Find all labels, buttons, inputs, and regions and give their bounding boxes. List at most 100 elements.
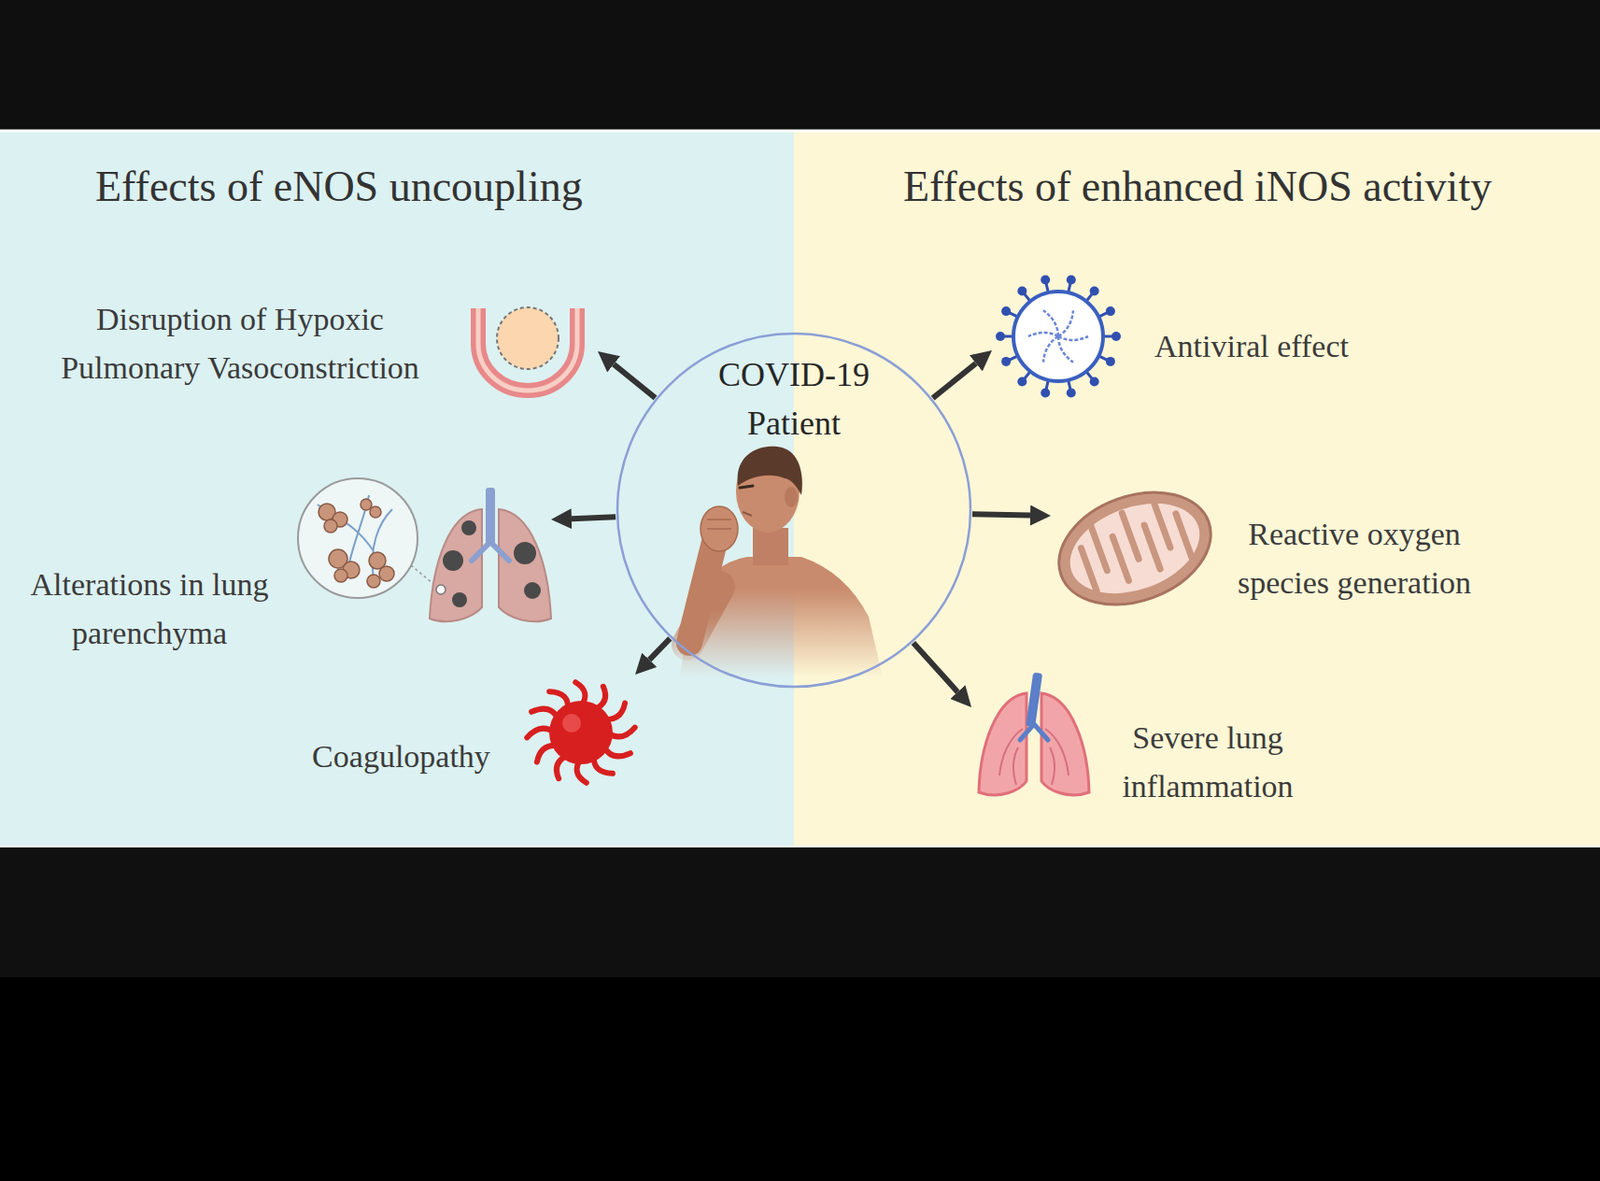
effect-label: Alterations in lung parenchyma [7, 560, 292, 658]
mitochondrion-icon [1144, 524, 1161, 569]
virus-icon [1105, 356, 1116, 367]
virus-icon [1013, 291, 1104, 382]
effect-item: Reactive oxygen species generation [1050, 483, 1500, 615]
virus-icon [1001, 356, 1011, 367]
platelet-icon [549, 700, 613, 765]
lung-parenchyma-icon [442, 550, 464, 571]
effect-label: Antiviral effect [1134, 322, 1369, 371]
effect-label: Reactive oxygen species generation [1214, 509, 1495, 608]
background-bands [0, 129, 1600, 133]
mitochondrion-icon [1121, 512, 1139, 559]
lung-parenchyma-icon [318, 498, 395, 588]
virus-icon [1017, 376, 1027, 386]
virus-icon [995, 275, 1121, 398]
virus-icon [1001, 306, 1011, 316]
virus-icon [1040, 387, 1050, 397]
inflamed-lung-icon [1041, 693, 1090, 795]
patient-figure [707, 519, 732, 529]
arrow-connector [913, 642, 958, 693]
lung-parenchyma-icon [367, 574, 381, 588]
mitochondrion-icon [1153, 501, 1171, 548]
lung-parenchyma-icon [369, 506, 382, 518]
lung-parenchyma-icon [334, 568, 348, 582]
patient-figure [739, 485, 753, 488]
inflamed-lung-icon [978, 693, 1027, 795]
panel-heading: Effects of enhanced iNOS activity [903, 160, 1492, 213]
effect-item: Antiviral effect [991, 270, 1374, 404]
virus-icon [1040, 275, 1050, 285]
lung-parenchyma-icon [360, 498, 372, 510]
mitochondrion-icon [1175, 513, 1192, 558]
virus-icon [1028, 332, 1059, 337]
virus-icon [1105, 306, 1116, 316]
platelet-icon [562, 713, 581, 733]
inflamed-lung-icon [1025, 672, 1043, 728]
mitochondrion-icon [1057, 486, 1212, 610]
effect-label: Coagulopathy [291, 732, 511, 781]
lung-parenchyma-icon [429, 509, 482, 622]
lung-parenchyma-icon [317, 495, 393, 580]
arrow-connector [571, 516, 616, 519]
virus-icon [995, 331, 1006, 341]
background-bands [0, 0, 1600, 130]
lung-parenchyma-icon [297, 478, 418, 598]
vessel-icon [478, 308, 578, 391]
mitochondrion-icon [1112, 536, 1129, 581]
vessel-icon [478, 307, 578, 391]
effect-label: Disruption of Hypoxic Pulmonary Vasocons… [29, 295, 451, 393]
virus-icon [1090, 376, 1100, 386]
background-bands [0, 129, 794, 848]
lung-parenchyma-icon [471, 541, 510, 561]
lung-parenchyma-icon [513, 541, 537, 565]
lung-parenchyma-icon [461, 520, 477, 536]
patient-figure [700, 506, 738, 552]
virus-icon [1066, 387, 1077, 397]
arrow-connector [933, 363, 977, 398]
lung-parenchyma-icon [442, 520, 541, 608]
lung-parenchyma-icon [498, 509, 552, 622]
lung-parenchyma-icon [379, 566, 395, 581]
virus-icon [1043, 336, 1059, 363]
vessel-icon [496, 307, 559, 369]
virus-icon [1058, 310, 1074, 337]
patient-circle: COVID-19 Patient [615, 331, 973, 689]
panel: Antiviral effectReactive oxygen species … [793, 129, 1600, 848]
virus-icon [1017, 286, 1027, 297]
background-bands [0, 845, 1600, 848]
circle-outline [617, 333, 971, 687]
effect-item: Severe lung inflammation [971, 667, 1317, 818]
effect-item: Coagulopathy [291, 674, 647, 791]
virus-icon [1043, 310, 1059, 337]
effect-item: Alterations in lung parenchyma [7, 471, 552, 662]
patient-figure [742, 511, 752, 516]
virus-icon [1090, 286, 1100, 297]
arrow-connector [649, 637, 670, 660]
virus-icon [1058, 336, 1089, 340]
lung-parenchyma-icon [452, 592, 468, 608]
virus-icon [1111, 331, 1121, 341]
lung-parenchyma-icon [523, 581, 541, 599]
effect-item: Disruption of Hypoxic Pulmonary Vasocons… [26, 291, 598, 397]
mitochondrion-icon [1080, 548, 1097, 593]
panel: Disruption of Hypoxic Pulmonary Vasocons… [0, 129, 794, 848]
patient-figure [679, 446, 883, 678]
patient-figure [689, 541, 715, 643]
background-bands [0, 847, 1600, 1181]
mitochondrion-icon [1043, 472, 1227, 625]
arrow-connector [972, 513, 1031, 515]
lung-parenchyma-icon [324, 519, 338, 533]
inflamed-lung-icon [1019, 723, 1048, 740]
virus-icon [1058, 336, 1074, 363]
mitochondrion-icon [1043, 472, 1227, 625]
vessel-icon [478, 308, 578, 391]
mitochondrion-icon [1090, 524, 1107, 571]
inflamed-lung-icon [999, 728, 1069, 785]
background-bands [0, 847, 1600, 977]
platelet-icon [526, 681, 635, 782]
lung-parenchyma-icon [485, 487, 496, 546]
background-bands [793, 129, 1600, 848]
arrow-connector [613, 364, 655, 398]
